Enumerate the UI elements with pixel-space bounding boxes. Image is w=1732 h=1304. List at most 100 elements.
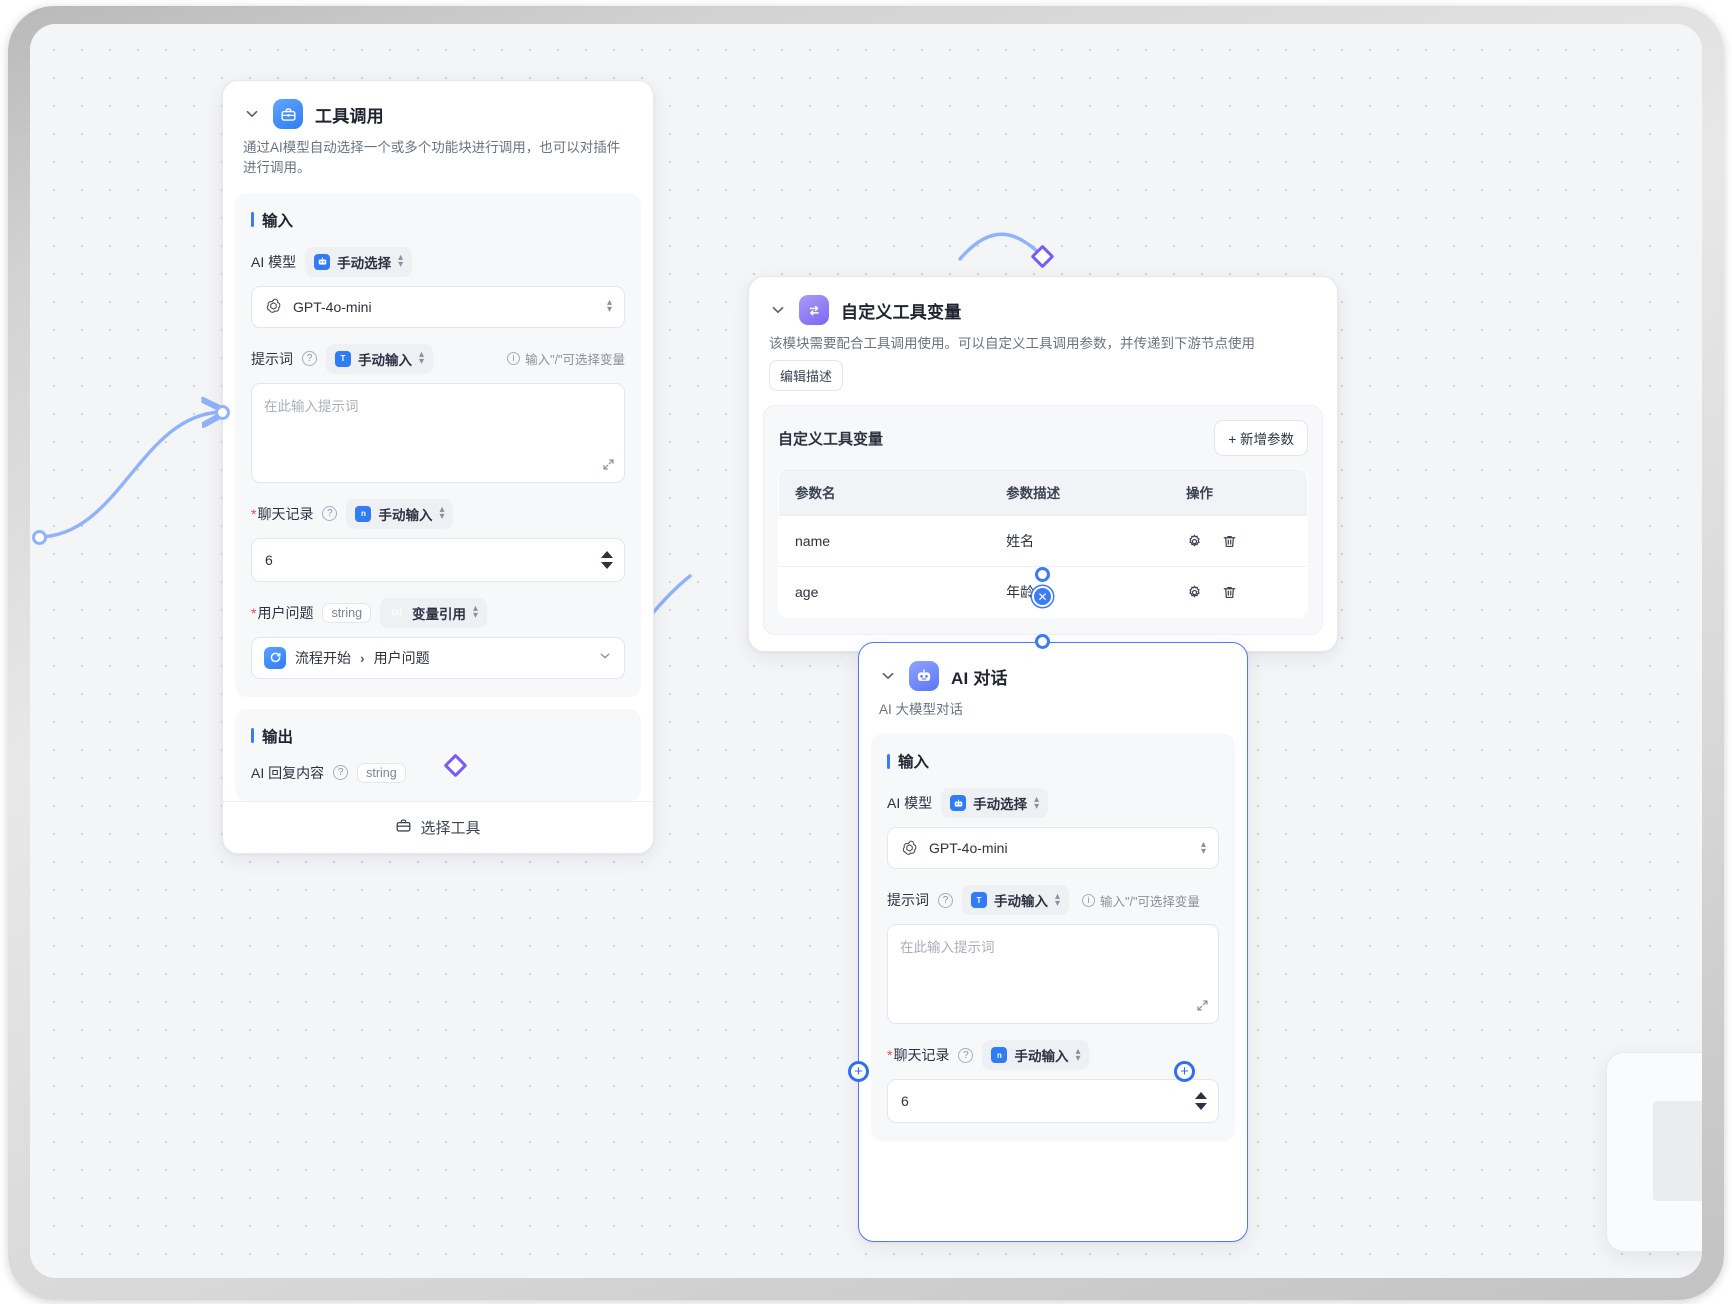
output-row-ai-reply: AI 回复内容 ? string [251, 762, 625, 783]
input-handle-tool-call[interactable] [215, 405, 230, 420]
ai-model-mode-chip[interactable]: 手动选择 ▴▾ [941, 788, 1049, 819]
node-description-text: 该模块需要配合工具调用使用。可以自定义工具调用参数，并传递到下游节点使用 [769, 336, 1255, 351]
prompt-mode-label: 手动输入 [994, 894, 1048, 910]
tool-variable-output-handle[interactable] [1035, 567, 1050, 582]
edit-description-button[interactable]: 编辑描述 [769, 360, 844, 392]
expand-icon[interactable] [602, 458, 615, 474]
chevron-updown-icon[interactable]: ▴▾ [606, 297, 612, 315]
collapse-chevron-icon[interactable] [769, 301, 787, 319]
tool-variable-input-handle[interactable] [1030, 244, 1055, 269]
col-param-desc: 参数描述 [990, 469, 1170, 516]
node-description-text: AI 大模型对话 [879, 702, 964, 717]
select-tool-label: 选择工具 [420, 819, 481, 837]
help-icon[interactable]: ? [333, 765, 349, 780]
screen-area: 工具调用 通过AI模型自动选择一个或多个功能块进行调用，也可以对插件进行调用。 … [30, 24, 1702, 1278]
chevron-updown-icon: ▴▾ [473, 603, 479, 621]
node-description: AI 大模型对话 [879, 700, 1227, 720]
ai-chat-input-handle[interactable] [1035, 634, 1050, 649]
add-node-handle-left[interactable]: + [848, 1061, 869, 1082]
table-row[interactable]: age 年龄 [779, 566, 1307, 618]
chevron-updown-icon: ▴▾ [1055, 890, 1061, 909]
delete-edge-button[interactable]: ✕ [1032, 586, 1053, 607]
user-question-mode-chip[interactable]: {x} 变量引用 ▴▾ [380, 597, 488, 628]
add-parameter-button[interactable]: + 新增参数 [1214, 420, 1308, 457]
chevron-down-icon[interactable] [598, 649, 612, 666]
help-icon[interactable]: ? [938, 892, 953, 908]
prompt-textarea[interactable]: 在此输入提示词 [251, 382, 625, 483]
cell-param-desc: 姓名 [990, 515, 1170, 567]
chevron-right-icon: › [360, 649, 365, 666]
chat-history-number-input[interactable]: 6 [887, 1079, 1219, 1124]
chevron-updown-icon: ▴▾ [419, 349, 425, 367]
node-description: 通过AI模型自动选择一个或多个功能块进行调用，也可以对插件进行调用。 [243, 138, 633, 179]
collapse-chevron-icon[interactable] [243, 105, 261, 123]
number-chip-icon: n [355, 505, 372, 522]
select-tool-button[interactable]: 选择工具 [223, 800, 653, 853]
ai-model-value: GPT-4o-mini [929, 840, 1008, 857]
user-question-type: string [322, 602, 372, 623]
toolbox-icon [273, 99, 303, 129]
node-ai-chat[interactable]: AI 对话 AI 大模型对话 输入 AI 模型 [858, 642, 1248, 1242]
prompt-textarea[interactable]: 在此输入提示词 [887, 924, 1219, 1025]
gear-icon[interactable] [1186, 584, 1203, 601]
ai-model-mode-label: 手动选择 [973, 797, 1028, 813]
field-prompt: 提示词 ? T 手动输入 ▴▾ i 输入"/"可选择变量 [251, 343, 625, 483]
node-tool-call[interactable]: 工具调用 通过AI模型自动选择一个或多个功能块进行调用，也可以对插件进行调用。 … [222, 80, 654, 854]
flow-start-icon [264, 646, 286, 669]
input-section: 输入 AI 模型 手动选择 ▴▾ [871, 734, 1235, 1142]
chat-history-label: 聊天记录 [887, 1045, 949, 1065]
user-question-label: 用户问题 [251, 603, 313, 623]
prompt-label: 提示词 [251, 350, 293, 367]
input-section: 输入 AI 模型 手动选择 ▴▾ [235, 192, 641, 697]
help-icon[interactable]: ? [958, 1047, 974, 1063]
variable-exchange-icon [799, 295, 829, 325]
table-row[interactable]: name 姓名 [779, 515, 1307, 567]
trash-icon[interactable] [1221, 584, 1238, 601]
workflow-canvas[interactable]: 工具调用 通过AI模型自动选择一个或多个功能块进行调用，也可以对插件进行调用。 … [30, 24, 1702, 1278]
chat-history-mode-chip[interactable]: n 手动输入 ▴▾ [982, 1040, 1090, 1071]
cell-param-desc: 年龄 [990, 566, 1170, 618]
chat-history-mode-chip[interactable]: n 手动输入 ▴▾ [346, 498, 454, 529]
chat-history-number-input[interactable]: 6 [251, 537, 625, 582]
expand-icon[interactable] [1196, 999, 1209, 1015]
help-icon[interactable]: ? [302, 351, 317, 366]
ai-model-label: AI 模型 [887, 795, 933, 812]
col-param-name: 参数名 [779, 469, 991, 516]
gear-icon[interactable] [1186, 533, 1203, 550]
help-icon[interactable]: ? [322, 506, 338, 521]
prompt-hint-text: 输入"/"可选择变量 [525, 353, 625, 367]
input-section-title: 输入 [251, 209, 625, 231]
user-question-reference-select[interactable]: 流程开始 › 用户问题 [251, 636, 625, 679]
prompt-hint-text: 输入"/"可选择变量 [1100, 894, 1200, 909]
text-chip-icon: T [971, 892, 987, 909]
collapse-chevron-icon[interactable] [879, 667, 897, 685]
prompt-mode-chip[interactable]: T 手动输入 ▴▾ [962, 885, 1070, 916]
number-stepper[interactable] [601, 550, 613, 569]
cell-param-name: name [779, 515, 991, 567]
chevron-updown-icon[interactable]: ▴▾ [1200, 838, 1206, 857]
cell-actions [1169, 566, 1307, 618]
ai-model-select[interactable]: GPT-4o-mini ▴▾ [887, 827, 1219, 870]
toolbox-icon [395, 817, 412, 838]
chevron-updown-icon: ▴▾ [1075, 1045, 1081, 1064]
output-section-title: 输出 [251, 725, 625, 747]
prompt-placeholder: 在此输入提示词 [900, 940, 995, 956]
node-title: AI 对话 [951, 668, 1008, 688]
ai-model-mode-chip[interactable]: 手动选择 ▴▾ [305, 246, 413, 277]
chat-history-mode-label: 手动输入 [378, 507, 433, 523]
right-side-panel[interactable] [1606, 1052, 1702, 1252]
prompt-mode-chip[interactable]: T 手动输入 ▴▾ [326, 343, 434, 374]
parameters-table: 参数名 参数描述 操作 name 姓名 [778, 468, 1308, 619]
ai-model-label: AI 模型 [251, 253, 297, 270]
reference-source: 流程开始 [295, 649, 351, 666]
canvas-source-handle[interactable] [32, 530, 47, 545]
info-icon: i [1082, 893, 1096, 907]
number-stepper[interactable] [1195, 1092, 1207, 1111]
ai-model-select[interactable]: GPT-4o-mini ▴▾ [251, 285, 625, 328]
trash-icon[interactable] [1221, 533, 1238, 550]
openai-logo-icon [900, 839, 919, 858]
cell-param-name: age [779, 566, 991, 618]
add-node-handle-right[interactable]: + [1174, 1061, 1195, 1082]
node-description: 该模块需要配合工具调用使用。可以自定义工具调用参数，并传递到下游节点使用 编辑描… [769, 334, 1317, 392]
